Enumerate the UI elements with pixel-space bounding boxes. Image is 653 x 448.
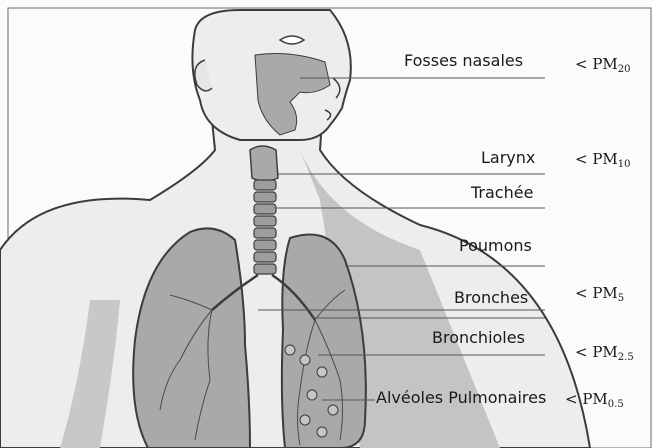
pm-threshold-5: < PM5 — [575, 286, 624, 304]
label-poumons: Poumons — [459, 238, 532, 254]
eye — [280, 36, 304, 44]
pm-threshold-20: < PM20 — [575, 57, 631, 75]
pm-threshold-0-5: < PM0.5 — [565, 392, 624, 410]
larynx — [250, 146, 278, 181]
label-trachee: Trachée — [471, 185, 533, 201]
label-bronchioles: Bronchioles — [432, 330, 525, 346]
label-bronches: Bronches — [454, 290, 528, 306]
pm-threshold-2-5: < PM2.5 — [575, 345, 634, 363]
label-alveoles-pulmonaires: Alvéoles Pulmonaires — [376, 390, 546, 406]
label-larynx: Larynx — [481, 150, 535, 166]
label-fosses-nasales: Fosses nasales — [404, 53, 523, 69]
pm-threshold-10: < PM10 — [575, 152, 631, 170]
